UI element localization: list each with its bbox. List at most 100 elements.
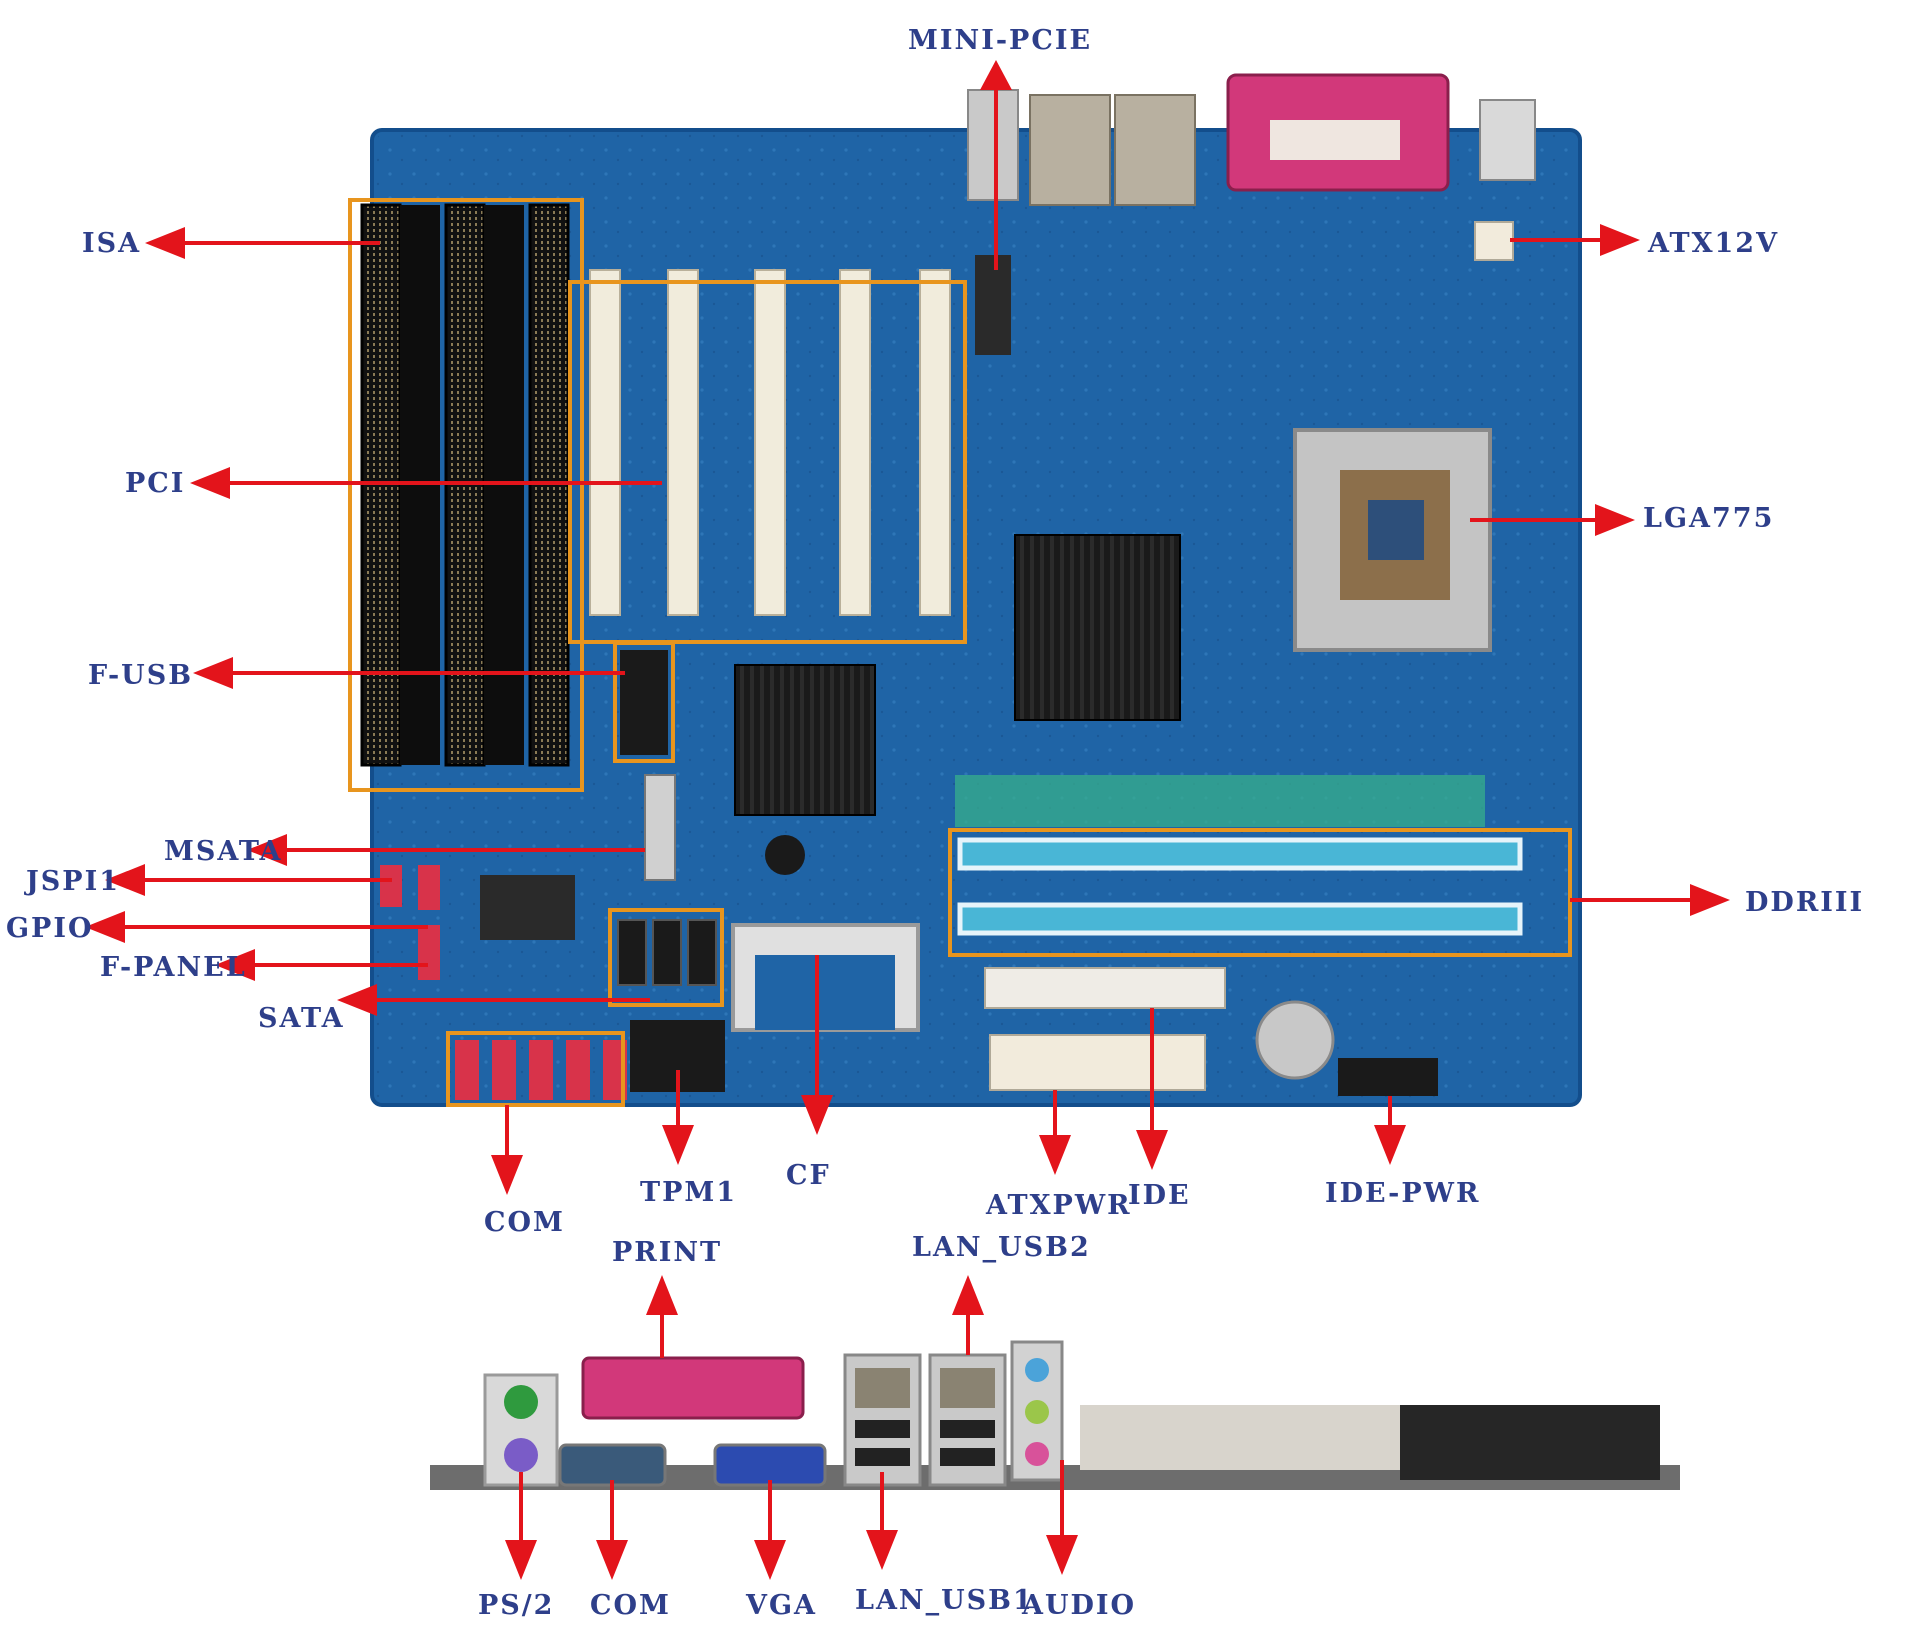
arrowhead-f-usb xyxy=(193,657,233,689)
label-print: PRINT xyxy=(612,1237,723,1268)
jspi1-header xyxy=(380,865,402,907)
f-panel-header xyxy=(418,925,440,980)
gpio-header xyxy=(418,865,440,910)
ide-power-connector xyxy=(1338,1058,1438,1096)
sata-highlight-box xyxy=(608,908,724,1007)
label-tpm1: TPM1 xyxy=(640,1177,738,1208)
ps2-stack-top xyxy=(1479,99,1536,181)
label-audio: AUDIO xyxy=(1022,1590,1137,1621)
com-port xyxy=(558,1443,667,1487)
board-components xyxy=(480,428,1492,1080)
rj45-stack-2 xyxy=(1114,94,1196,206)
lan-usb2-usb-b xyxy=(940,1448,995,1466)
ps2-keyboard-port xyxy=(504,1438,538,1472)
southbridge-heatsink xyxy=(734,664,876,816)
label-atx12v: ATX12V xyxy=(1648,228,1780,259)
audio-line-out-jack xyxy=(1025,1400,1049,1424)
arrowhead-msata xyxy=(247,834,287,866)
pci-slots xyxy=(589,269,951,616)
label-ddriii: DDRIII xyxy=(1745,887,1865,918)
label-jspi1: JSPI1 xyxy=(26,866,120,897)
ddr3-module-blurred xyxy=(955,775,1485,827)
arrowhead-ddriii xyxy=(1690,884,1730,916)
label-gpio: GPIO xyxy=(6,913,94,944)
lan-usb2-usb-a xyxy=(940,1420,995,1438)
print-port xyxy=(581,1356,805,1420)
audio-mic-jack xyxy=(1025,1442,1049,1466)
rj45-stack-1 xyxy=(1029,94,1111,206)
label-lan-usb1: LAN_USB1 xyxy=(855,1585,1034,1616)
label-lga775: LGA775 xyxy=(1643,503,1775,534)
label-f-usb: F-USB xyxy=(88,660,194,691)
arrowhead-mini-pcie xyxy=(980,60,1012,90)
vga-port xyxy=(713,1443,827,1487)
arrowhead-ide xyxy=(1136,1130,1168,1170)
sata-port-3 xyxy=(687,919,717,986)
pci-slot-4 xyxy=(839,269,871,616)
com-header-2 xyxy=(492,1040,516,1100)
label-com-top: COM xyxy=(484,1207,565,1238)
isa-highlight-box xyxy=(348,198,584,792)
parallel-port-label xyxy=(1270,120,1400,160)
mini-pcie-slot xyxy=(975,255,1011,355)
io-chip xyxy=(480,875,575,940)
lga775-die xyxy=(1368,500,1424,560)
arrowhead-atxpwr xyxy=(1039,1135,1071,1175)
ddriii-highlight-box xyxy=(948,828,1572,957)
sata-port-2 xyxy=(652,919,682,986)
pci-slot-3 xyxy=(754,269,786,616)
rear-panel-chips xyxy=(1400,1405,1660,1480)
lan-usb2-rj45 xyxy=(940,1368,995,1408)
label-isa: ISA xyxy=(82,228,142,259)
northbridge-heatsink xyxy=(1014,534,1181,721)
label-atxpwr: ATXPWR xyxy=(986,1190,1132,1221)
arrowhead-vga xyxy=(754,1540,786,1580)
atx-power-connector xyxy=(989,1034,1206,1091)
com-header-4 xyxy=(566,1040,590,1100)
label-ide: IDE xyxy=(1128,1180,1191,1211)
pci-slot-5 xyxy=(919,269,951,616)
f-usb-highlight-box xyxy=(613,641,675,763)
label-f-panel: F-PANEL xyxy=(100,952,247,983)
arrowhead-pci xyxy=(190,467,230,499)
cf-slot-inner xyxy=(755,955,895,1030)
lan-usb1-usb-b xyxy=(855,1448,910,1466)
label-sata: SATA xyxy=(258,1003,345,1034)
arrowhead-lga775 xyxy=(1595,504,1635,536)
audio-jack-stack-top xyxy=(967,89,1019,201)
lan-usb1-usb-a xyxy=(855,1420,910,1438)
com-header-3 xyxy=(529,1040,553,1100)
ddr3-slot-1 xyxy=(957,837,1523,871)
com-header-1 xyxy=(455,1040,479,1100)
arrowhead-cf xyxy=(801,1095,833,1135)
board-headers xyxy=(380,221,1514,1100)
arrowhead-gpio xyxy=(85,911,125,943)
rear-io-panel xyxy=(430,1340,1680,1490)
arrowhead-atx12v xyxy=(1600,224,1640,256)
arrowhead-lan-usb2 xyxy=(952,1275,984,1315)
arrowhead-lan-usb1 xyxy=(866,1530,898,1570)
ide-connector xyxy=(984,967,1226,1009)
label-ide-pwr: IDE-PWR xyxy=(1325,1178,1481,1209)
ddr3-slot-2 xyxy=(957,902,1523,936)
ps2-mouse-port xyxy=(504,1385,538,1419)
rear-io-top xyxy=(967,73,1536,355)
arrowhead-jspi1 xyxy=(105,864,145,896)
audio-line-in-jack xyxy=(1025,1358,1049,1382)
arrowhead-ide-pwr xyxy=(1374,1125,1406,1165)
label-cf: CF xyxy=(786,1160,831,1191)
arrowhead-sata xyxy=(337,984,377,1016)
label-vga: VGA xyxy=(746,1590,817,1621)
pci-slot-2 xyxy=(667,269,699,616)
cmos-battery xyxy=(1255,1000,1335,1080)
label-com-bottom: COM xyxy=(590,1590,671,1621)
pci-highlight-box xyxy=(568,280,967,644)
sata-port-1 xyxy=(617,919,647,986)
atx12v-connector xyxy=(1474,221,1514,261)
arrowhead-isa xyxy=(145,227,185,259)
ddr3-slots xyxy=(955,775,1523,936)
f-usb-header xyxy=(620,650,668,755)
label-lan-usb2: LAN_USB2 xyxy=(912,1232,1091,1263)
